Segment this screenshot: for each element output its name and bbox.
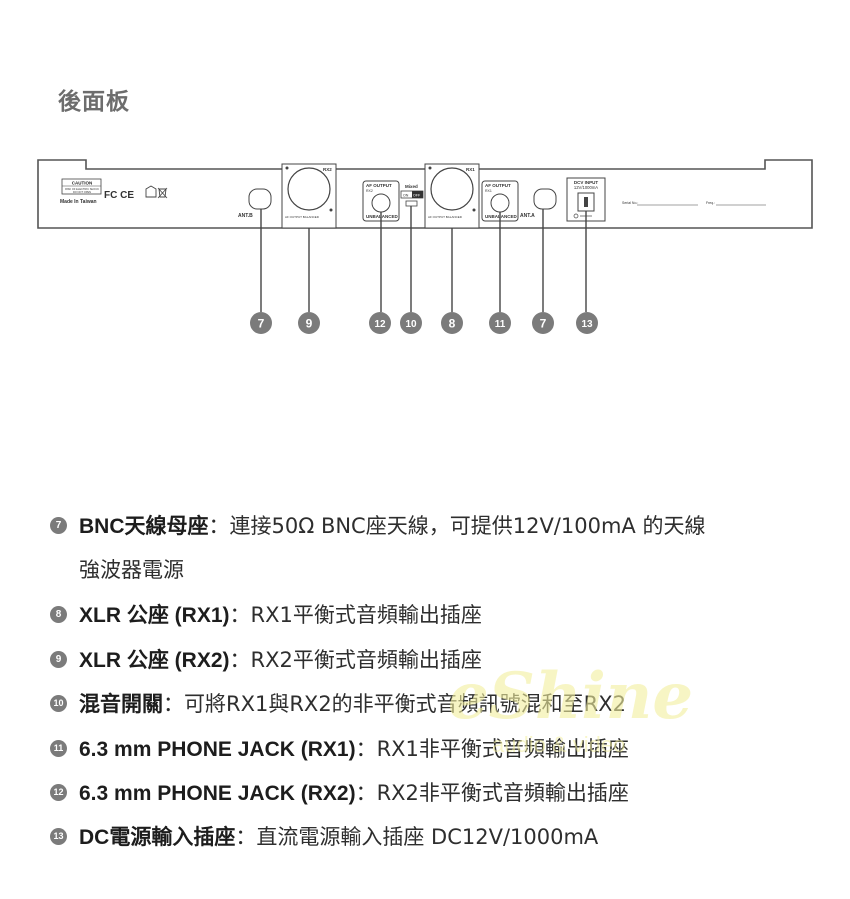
svg-text:11: 11: [495, 319, 506, 330]
section-title: 後面板: [58, 89, 130, 115]
svg-text:12: 12: [374, 319, 386, 330]
svg-text:AF OUTPUT: AF OUTPUT: [366, 183, 392, 188]
svg-text:7: 7: [258, 317, 265, 331]
svg-text:7: 7: [540, 317, 547, 331]
svg-text:8: 8: [449, 317, 456, 331]
legend-number-badge: 13: [50, 828, 67, 845]
legend-description: RX2平衡式音頻輸出插座: [250, 648, 482, 672]
legend-description: 直流電源輸入插座 DC12V/1000mA: [256, 825, 599, 849]
legend-term: 6.3 mm PHONE JACK (RX1): [79, 738, 356, 761]
xlr-rx2-connector: RX2 AF OUTPUT BALANCED: [281, 163, 337, 229]
ant-a-connector: [533, 188, 557, 210]
svg-text:ANT.B: ANT.B: [238, 213, 253, 219]
svg-text:CAUTION: CAUTION: [72, 181, 93, 186]
svg-text:DCV INPUT: DCV INPUT: [574, 180, 599, 185]
svg-text:Freq.:: Freq.:: [706, 201, 715, 205]
svg-text:12V/1000mA: 12V/1000mA: [574, 185, 598, 190]
svg-text:RX1: RX1: [485, 189, 492, 193]
callout-markers: 7 9 12 10 8 11 7 13: [250, 312, 598, 334]
svg-text:OFF: OFF: [413, 194, 421, 198]
svg-text:RISK OF ELECTRIC SHOCK: RISK OF ELECTRIC SHOCK: [65, 187, 99, 191]
legend-number-badge: 9: [50, 651, 67, 668]
legend-term: XLR 公座 (RX1): [79, 604, 230, 627]
xlr-rx1-connector: RX1 AF OUTPUT BALANCED: [424, 163, 480, 229]
callout-9: [298, 312, 320, 334]
phone-jack-rx1: AF OUTPUT RX1 UNBALANCED: [481, 180, 519, 222]
svg-text:Mixed: Mixed: [405, 184, 418, 189]
svg-text:UNBALANCED: UNBALANCED: [485, 214, 517, 219]
svg-text:ANT.A: ANT.A: [520, 213, 535, 219]
callout-12: [369, 312, 391, 334]
callout-10: [400, 312, 422, 334]
legend-term: BNC天線母座: [79, 515, 209, 538]
svg-text:10: 10: [405, 319, 417, 330]
rear-panel-diagram: CAUTION RISK OF ELECTRIC SHOCK DO NOT OP…: [37, 159, 813, 334]
svg-text:AF OUTPUT: AF OUTPUT: [485, 183, 511, 188]
legend-number-badge: 11: [50, 740, 67, 757]
callout-11: [489, 312, 511, 334]
ant-b-connector: [248, 188, 272, 210]
legend-term: 6.3 mm PHONE JACK (RX2): [79, 782, 356, 805]
svg-text:RX2: RX2: [366, 189, 373, 193]
callout-7-ant-a: [532, 312, 554, 334]
legend-number-badge: 7: [50, 517, 67, 534]
svg-text:RX2: RX2: [323, 167, 332, 172]
made-in-label: Made In Taiwan: [60, 199, 97, 205]
legend-description: 可將RX1與RX2的非平衡式音頻訊號混和至RX2: [184, 692, 627, 716]
callout-13: [576, 312, 598, 334]
legend-description: RX2非平衡式音頻輸出插座: [376, 781, 629, 805]
legend-description: RX1平衡式音頻輸出插座: [250, 603, 482, 627]
recycle-bin-icon: [145, 185, 168, 199]
legend-description-continued: 強波器電源: [79, 558, 184, 582]
certification-marks: FC CE: [104, 190, 134, 201]
legend-description: RX1非平衡式音頻輸出插座: [376, 737, 629, 761]
callout-8: [441, 312, 463, 334]
svg-text:DO NOT OPEN: DO NOT OPEN: [73, 190, 91, 194]
serial-freq-fields: Serial No.: Freq.:: [622, 201, 766, 206]
legend-description: 連接50Ω BNC座天線，可提供12V/100mA 的天線: [229, 514, 706, 538]
legend-number-badge: 8: [50, 606, 67, 623]
legend-term: DC電源輸入插座: [79, 826, 236, 849]
svg-text:AF OUTPUT BALANCED: AF OUTPUT BALANCED: [428, 215, 463, 219]
mixed-switch: Mixed ON OFF: [400, 184, 424, 207]
svg-text:13: 13: [581, 319, 593, 330]
svg-text:ON: ON: [403, 194, 409, 198]
svg-text:9: 9: [306, 317, 313, 331]
caution-label: CAUTION RISK OF ELECTRIC SHOCK DO NOT OP…: [61, 178, 102, 195]
legend-term: 混音開關: [79, 693, 163, 716]
svg-text:AF OUTPUT BALANCED: AF OUTPUT BALANCED: [285, 215, 320, 219]
svg-text:Serial No.:: Serial No.:: [622, 201, 638, 205]
legend-number-badge: 10: [50, 695, 67, 712]
svg-text:RX1: RX1: [466, 167, 475, 172]
svg-text:UNBALANCED: UNBALANCED: [366, 214, 398, 219]
legend-number-badge: 12: [50, 784, 67, 801]
legend-term: XLR 公座 (RX2): [79, 649, 230, 672]
phone-jack-rx2: AF OUTPUT RX2 UNBALANCED: [362, 180, 400, 222]
leader-lines: [260, 206, 587, 312]
callout-7-ant-b: [250, 312, 272, 334]
